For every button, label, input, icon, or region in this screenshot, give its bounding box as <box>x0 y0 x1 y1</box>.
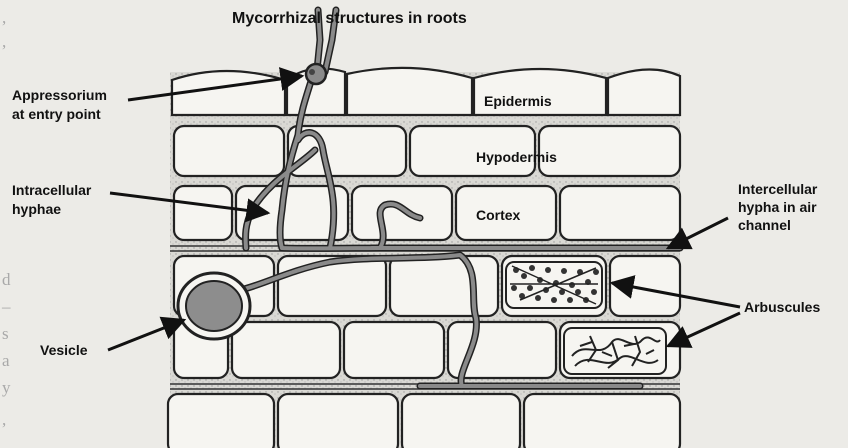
label-intracellular-line2: hyphae <box>12 200 61 218</box>
cortex-cell <box>174 186 232 240</box>
label-intracellular-line1: Intracellular <box>12 181 91 199</box>
hypodermis-cell <box>174 126 284 176</box>
cortex-cell <box>232 322 340 378</box>
label-hypodermis: Hypodermis <box>476 148 557 166</box>
cortex-cell <box>524 394 680 448</box>
label-intercellular-line2: hypha in air <box>738 198 817 216</box>
cortex-cell <box>560 186 680 240</box>
cortex-cell <box>352 186 452 240</box>
epidermis-cell <box>608 69 680 115</box>
cortex-cell <box>390 256 498 316</box>
label-epidermis: Epidermis <box>484 92 552 110</box>
label-arbuscules: Arbuscules <box>744 298 820 316</box>
diagram-title: Mycorrhizal structures in roots <box>232 10 467 28</box>
cortex-cell <box>278 394 398 448</box>
epidermis-cell <box>347 68 472 115</box>
label-appressorium-line2: at entry point <box>12 105 101 123</box>
cortex-cell <box>168 394 274 448</box>
vesicle <box>178 273 250 339</box>
label-intercellular-line3: channel <box>738 216 791 234</box>
label-intercellular-line1: Intercellular <box>738 180 817 198</box>
label-appressorium-line1: Appressorium <box>12 86 107 104</box>
cortex-cell <box>344 322 444 378</box>
hypodermis-cell <box>539 126 680 176</box>
arbuscule-branched <box>564 328 666 374</box>
label-vesicle: Vesicle <box>40 341 88 359</box>
label-cortex: Cortex <box>476 206 520 224</box>
appressorium <box>306 64 326 84</box>
arbuscule-dense <box>506 262 602 308</box>
cortex-cell <box>402 394 520 448</box>
